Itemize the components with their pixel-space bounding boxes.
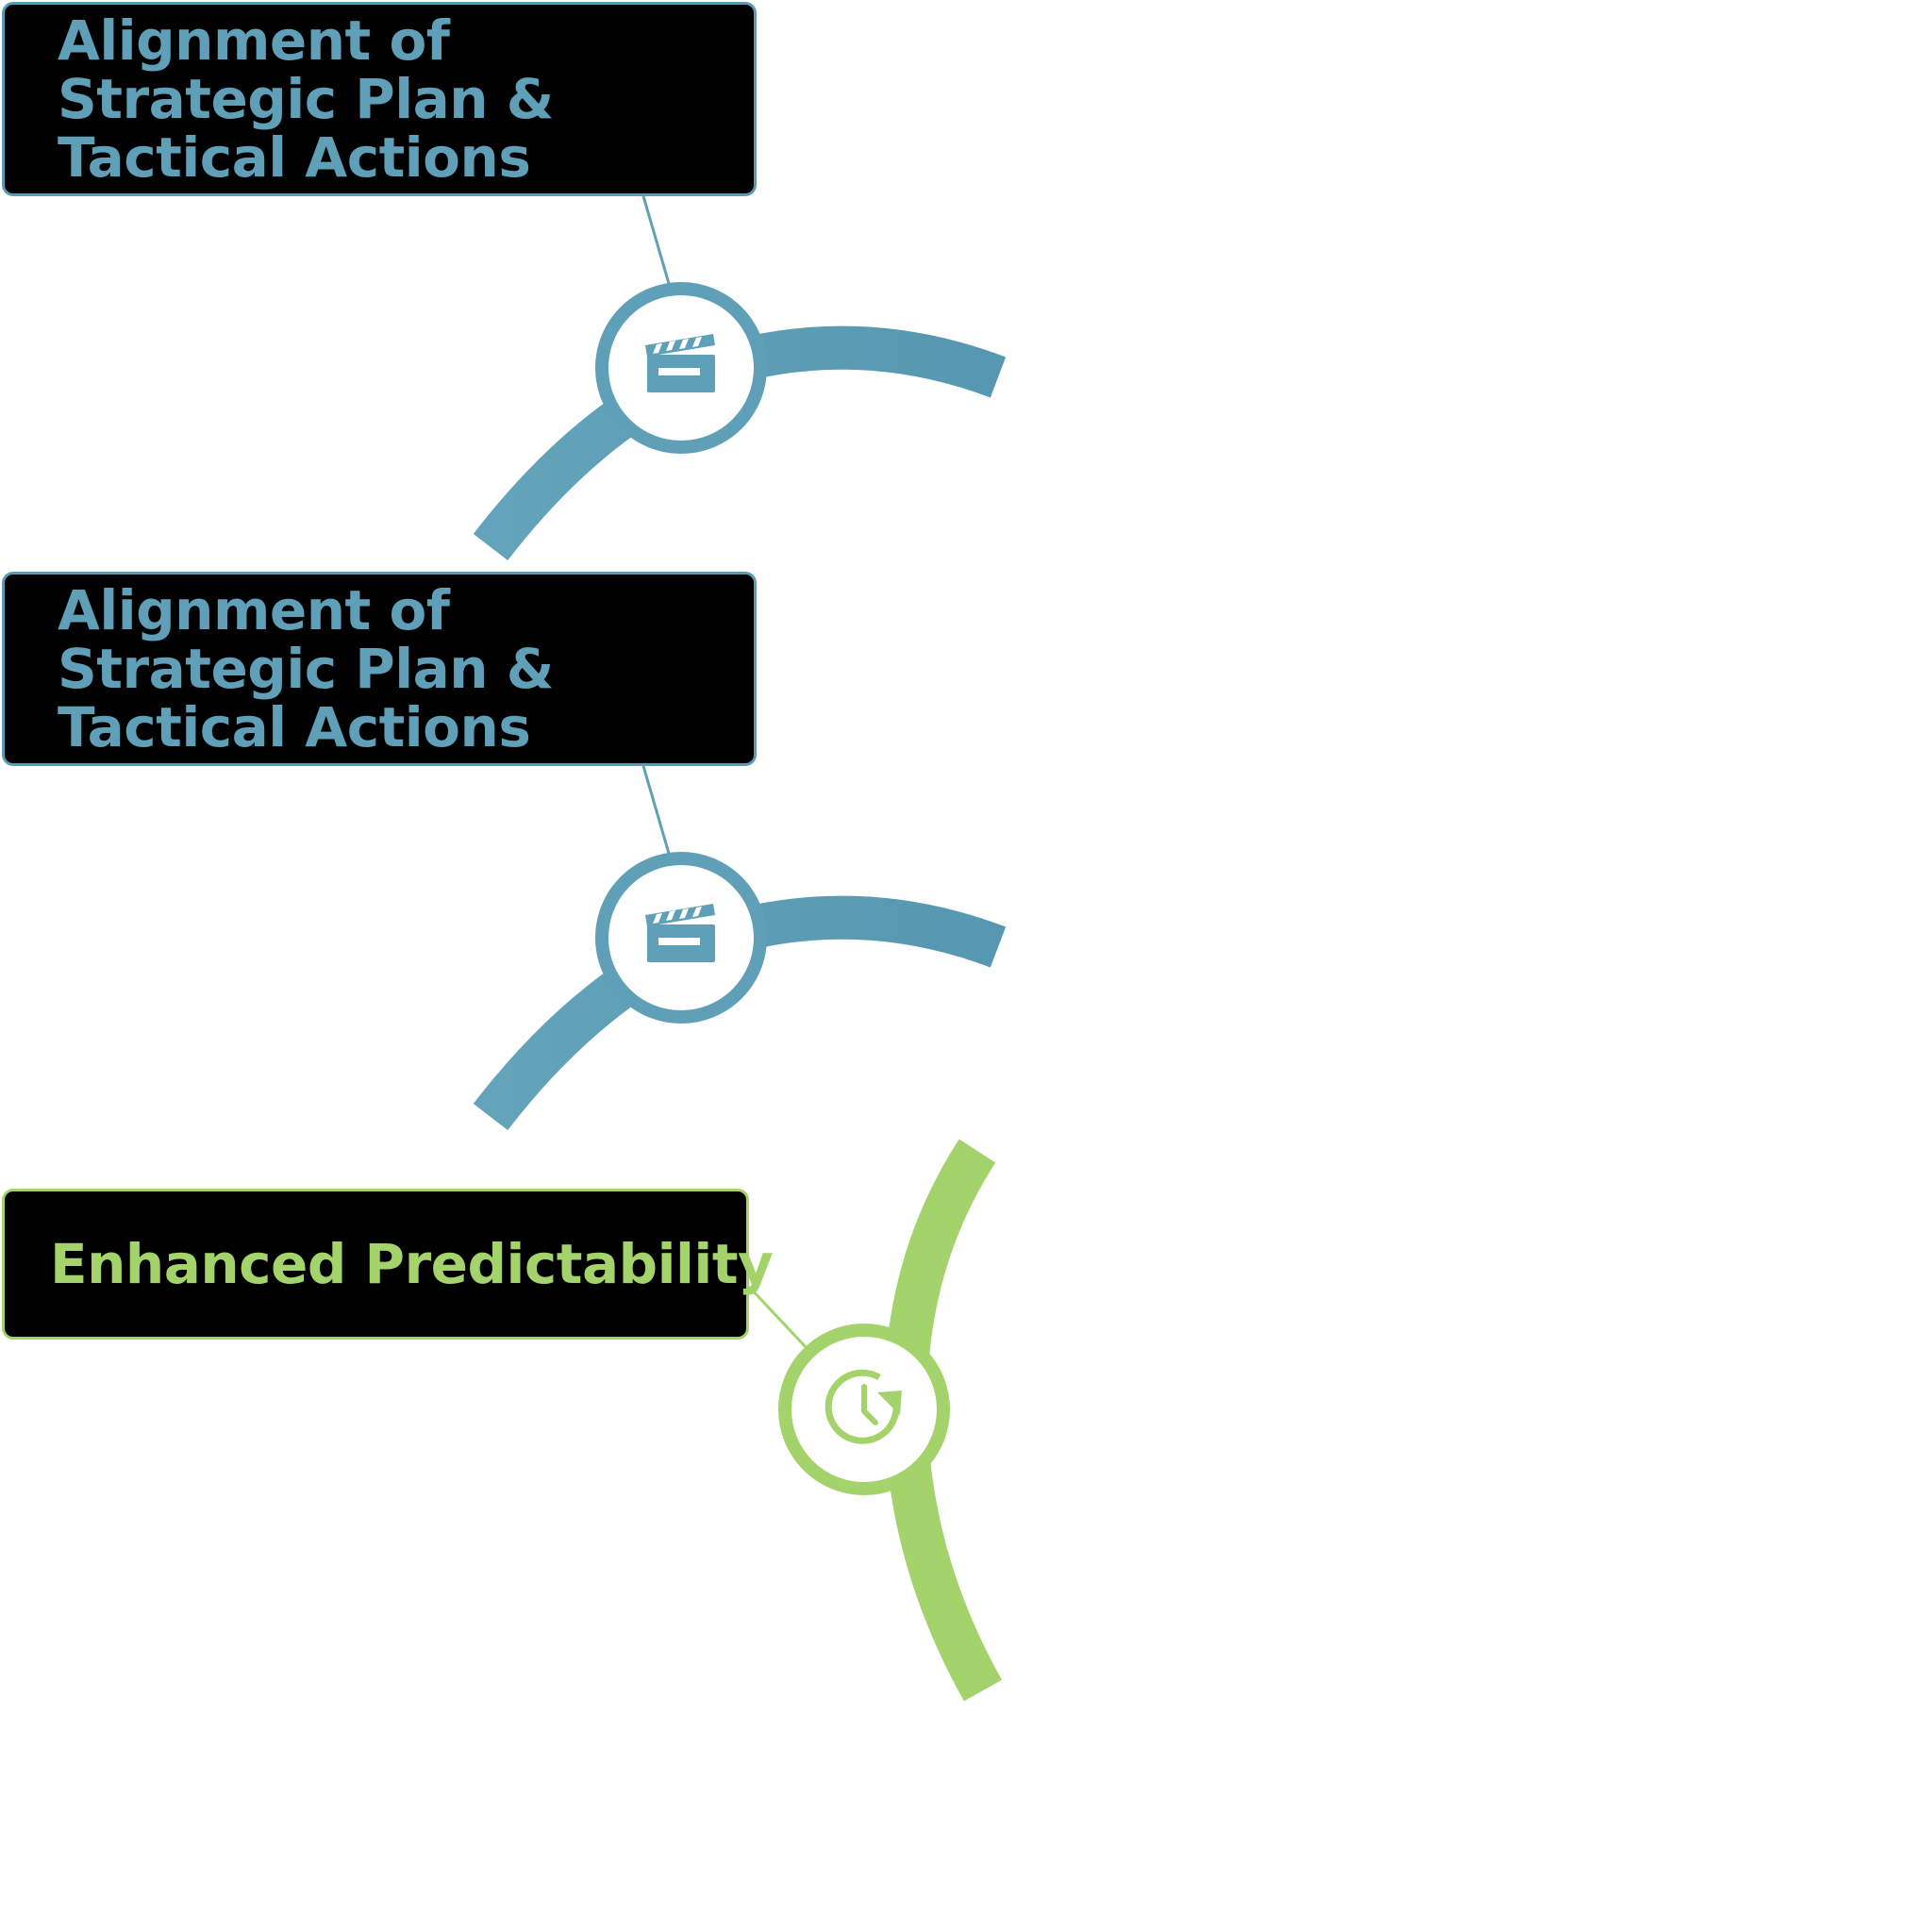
clapperboard-icon xyxy=(645,334,715,392)
node-1 xyxy=(473,195,1007,561)
clapperboard-icon xyxy=(645,904,715,962)
clock-refresh-icon xyxy=(824,1369,902,1444)
node-label-box-2: Alignment of Strategic Plan & Tactical A… xyxy=(2,572,757,766)
node-label-1: Alignment of Strategic Plan & Tactical A… xyxy=(58,8,554,190)
node-label-3: Enhanced Predictability xyxy=(50,1232,774,1296)
connector-line-3 xyxy=(747,1285,809,1351)
node-3 xyxy=(747,1139,1003,1702)
connector-line-2 xyxy=(641,765,672,858)
node-label-box-1: Alignment of Strategic Plan & Tactical A… xyxy=(2,2,757,196)
node-label-box-3: Enhanced Predictability xyxy=(2,1189,774,1340)
node-label-2: Alignment of Strategic Plan & Tactical A… xyxy=(58,578,554,759)
connector-line-1 xyxy=(641,195,672,288)
node-2 xyxy=(473,765,1007,1131)
